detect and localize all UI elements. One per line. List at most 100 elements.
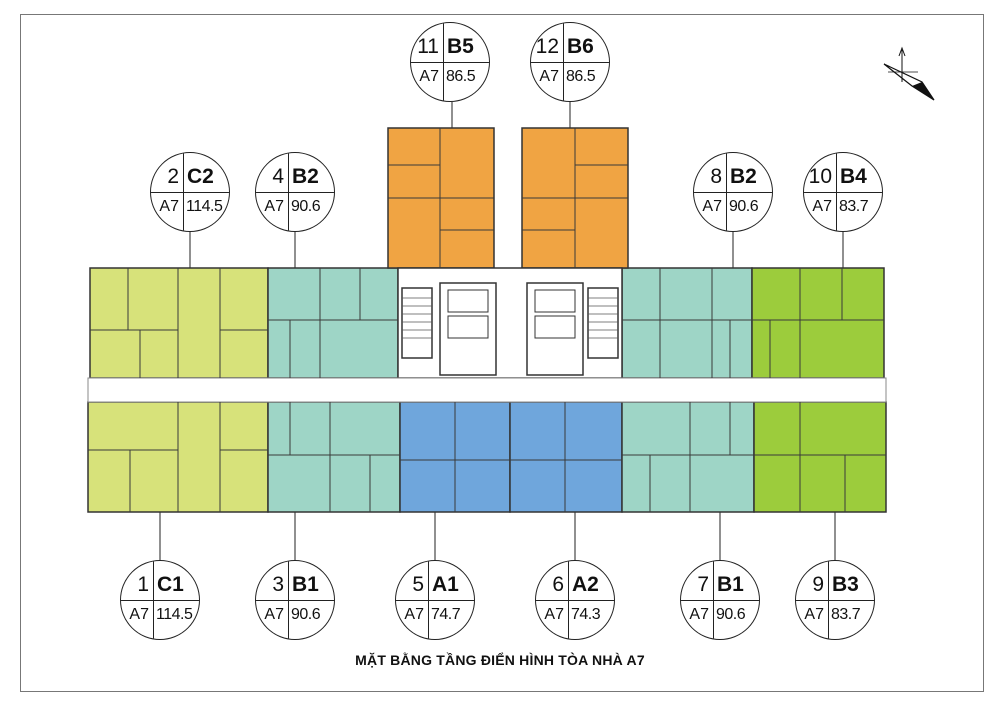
unit-number: 5 — [412, 573, 424, 596]
building-code: A7 — [264, 198, 284, 215]
bubble-divider — [568, 561, 570, 639]
bubble-divider — [256, 192, 334, 194]
unit-number: 1 — [137, 573, 149, 596]
building-code: A7 — [419, 68, 439, 85]
plan-title: MẶT BẰNG TẦNG ĐIỂN HÌNH TÒA NHÀ A7 — [355, 652, 645, 668]
bubble-divider — [726, 153, 728, 231]
bubble-divider — [428, 561, 430, 639]
unit-area: 74.7 — [431, 606, 461, 623]
unit-type-code: B6 — [567, 35, 594, 58]
unit-b1-left-plan — [267, 401, 401, 513]
building-code: A7 — [702, 198, 722, 215]
unit-type-code: B2 — [292, 165, 319, 188]
bubble-divider — [288, 153, 290, 231]
unit-number: 6 — [552, 573, 564, 596]
unit-c2-plan — [89, 267, 269, 379]
unit-area: 114.5 — [156, 606, 193, 623]
bubble-divider — [443, 23, 445, 101]
unit-number: 3 — [272, 573, 284, 596]
unit-area: 86.5 — [446, 68, 476, 85]
unit-area: 83.7 — [831, 606, 861, 623]
unit-b3-plan — [753, 401, 887, 513]
unit-b2-left-plan — [267, 267, 399, 379]
building-code: A7 — [159, 198, 179, 215]
bubble-divider — [531, 62, 609, 64]
north-arrow-compass-icon — [883, 46, 935, 101]
unit-type-code: B2 — [730, 165, 757, 188]
unit-area: 114.5 — [186, 198, 223, 215]
unit-number: 7 — [697, 573, 709, 596]
unit-number: 11 — [417, 35, 439, 58]
unit-number: 10 — [808, 165, 832, 188]
unit-type-code: B1 — [717, 573, 744, 596]
bubble-divider — [396, 600, 474, 602]
bubble-divider — [121, 600, 199, 602]
bubble-divider — [256, 600, 334, 602]
unit-type-code: A2 — [572, 573, 599, 596]
building-code: A7 — [689, 606, 709, 623]
bubble-divider — [563, 23, 565, 101]
unit-area: 90.6 — [716, 606, 746, 623]
unit-b4-plan — [751, 267, 885, 379]
bubble-divider — [828, 561, 830, 639]
bubble-divider — [681, 600, 759, 602]
bubble-divider — [183, 153, 185, 231]
unit-number: 9 — [812, 573, 824, 596]
unit-type-code: B1 — [292, 573, 319, 596]
building-code: A7 — [539, 68, 559, 85]
unit-number: 8 — [710, 165, 722, 188]
building-code: A7 — [804, 606, 824, 623]
unit-area: 74.3 — [571, 606, 601, 623]
bubble-divider — [411, 62, 489, 64]
unit-area: 86.5 — [566, 68, 596, 85]
building-code: A7 — [544, 606, 564, 623]
unit-number: 12 — [535, 35, 559, 58]
building-code: A7 — [129, 606, 149, 623]
unit-b1-right-plan — [621, 401, 755, 513]
bubble-divider — [153, 561, 155, 639]
central-core — [87, 267, 887, 403]
building-code: A7 — [404, 606, 424, 623]
drawing-frame — [20, 14, 984, 692]
building-code: A7 — [812, 198, 832, 215]
unit-type-code: B4 — [840, 165, 867, 188]
unit-number: 4 — [272, 165, 284, 188]
interior-walls — [88, 128, 886, 512]
unit-area: 90.6 — [291, 198, 321, 215]
stairs — [402, 297, 618, 339]
bubble-divider — [151, 192, 229, 194]
unit-type-code: C2 — [187, 165, 214, 188]
bubble-divider — [288, 561, 290, 639]
unit-type-code: B3 — [832, 573, 859, 596]
unit-type-code: B5 — [447, 35, 474, 58]
unit-a2-plan — [509, 401, 623, 513]
bubble-divider — [713, 561, 715, 639]
bubble-divider — [536, 600, 614, 602]
unit-number: 2 — [167, 165, 179, 188]
unit-b2-right-plan — [621, 267, 753, 379]
unit-area: 90.6 — [729, 198, 759, 215]
bubble-divider — [836, 153, 838, 231]
unit-area: 83.7 — [839, 198, 869, 215]
building-code: A7 — [264, 606, 284, 623]
bubble-divider — [796, 600, 874, 602]
bubble-divider — [804, 192, 882, 194]
leader-lines — [159, 102, 844, 560]
unit-type-code: C1 — [157, 573, 184, 596]
unit-area: 90.6 — [291, 606, 321, 623]
unit-type-code: A1 — [432, 573, 459, 596]
elevator-shafts — [447, 289, 576, 339]
